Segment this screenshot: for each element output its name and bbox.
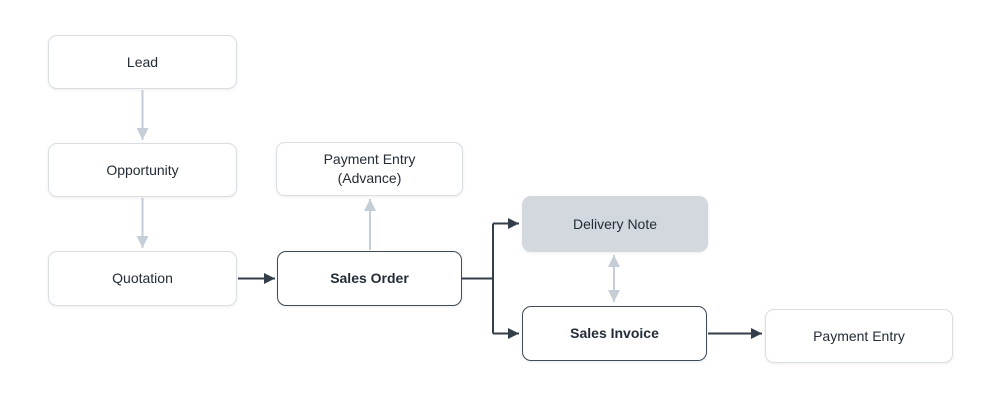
node-sales-order: Sales Order bbox=[277, 251, 462, 306]
node-quotation: Quotation bbox=[48, 251, 237, 306]
node-lead: Lead bbox=[48, 35, 237, 89]
node-payment-entry-label: Payment Entry bbox=[813, 327, 905, 344]
node-lead-label: Lead bbox=[126, 53, 159, 70]
node-opportunity: Opportunity bbox=[48, 143, 237, 197]
node-delivery-note: Delivery Note bbox=[522, 196, 708, 252]
node-payment-entry-advance: Payment Entry (Advance) bbox=[276, 142, 463, 196]
node-sales-invoice: Sales Invoice bbox=[522, 306, 707, 361]
node-sales-order-label: Sales Order bbox=[330, 270, 409, 287]
edge-sales-order-branch-trunk bbox=[462, 223, 494, 334]
node-payment-entry: Payment Entry bbox=[765, 309, 953, 363]
node-opportunity-label: Opportunity bbox=[106, 161, 179, 178]
node-delivery-note-label: Delivery Note bbox=[572, 215, 658, 232]
node-sales-invoice-label: Sales Invoice bbox=[570, 325, 659, 342]
node-payment-entry-advance-label: Payment Entry (Advance) bbox=[323, 151, 416, 186]
node-quotation-label: Quotation bbox=[112, 270, 173, 287]
